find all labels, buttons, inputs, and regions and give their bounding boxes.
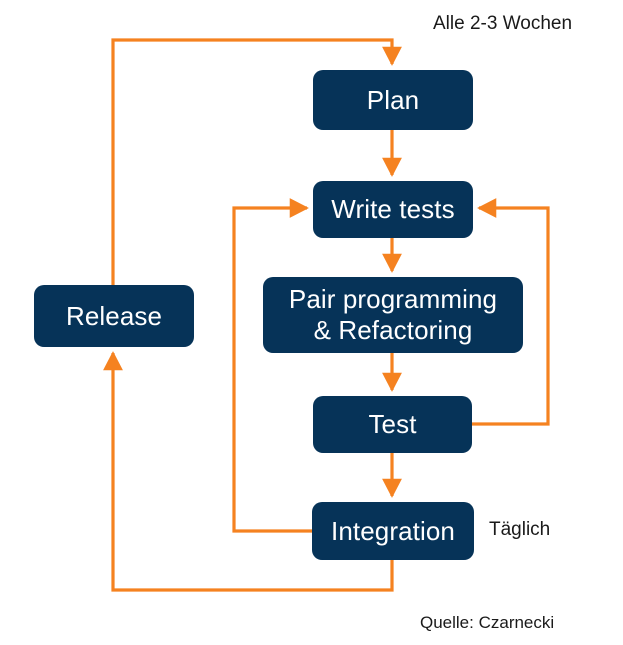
node-integration-label: Integration	[331, 515, 455, 546]
node-release-label: Release	[65, 300, 163, 331]
node-plan-label: Plan	[366, 84, 420, 115]
node-test[interactable]: Test	[313, 396, 472, 453]
node-pair-programming-refactoring-label: Pair programming & Refactoring	[288, 284, 498, 345]
annotation-source-credit: Quelle: Czarnecki	[420, 613, 555, 632]
edge-test-to-write-tests	[472, 198, 550, 426]
node-write-tests-label: Write tests	[331, 194, 455, 225]
node-release[interactable]: Release	[34, 285, 194, 347]
annotation-integration-frequency: Täglich	[489, 519, 551, 540]
annotation-release-cadence: Alle 2-3 Wochen	[433, 13, 573, 34]
edge-integration-to-write-tests	[232, 198, 312, 533]
edge-integration-to-release	[103, 351, 394, 592]
node-write-tests[interactable]: Write tests	[313, 181, 473, 238]
node-plan[interactable]: Plan	[313, 70, 473, 130]
node-integration[interactable]: Integration	[312, 502, 474, 560]
node-pair-programming-refactoring[interactable]: Pair programming & Refactoring	[263, 277, 523, 353]
node-test-label: Test	[368, 409, 417, 440]
edge-release-to-plan	[111, 38, 402, 285]
